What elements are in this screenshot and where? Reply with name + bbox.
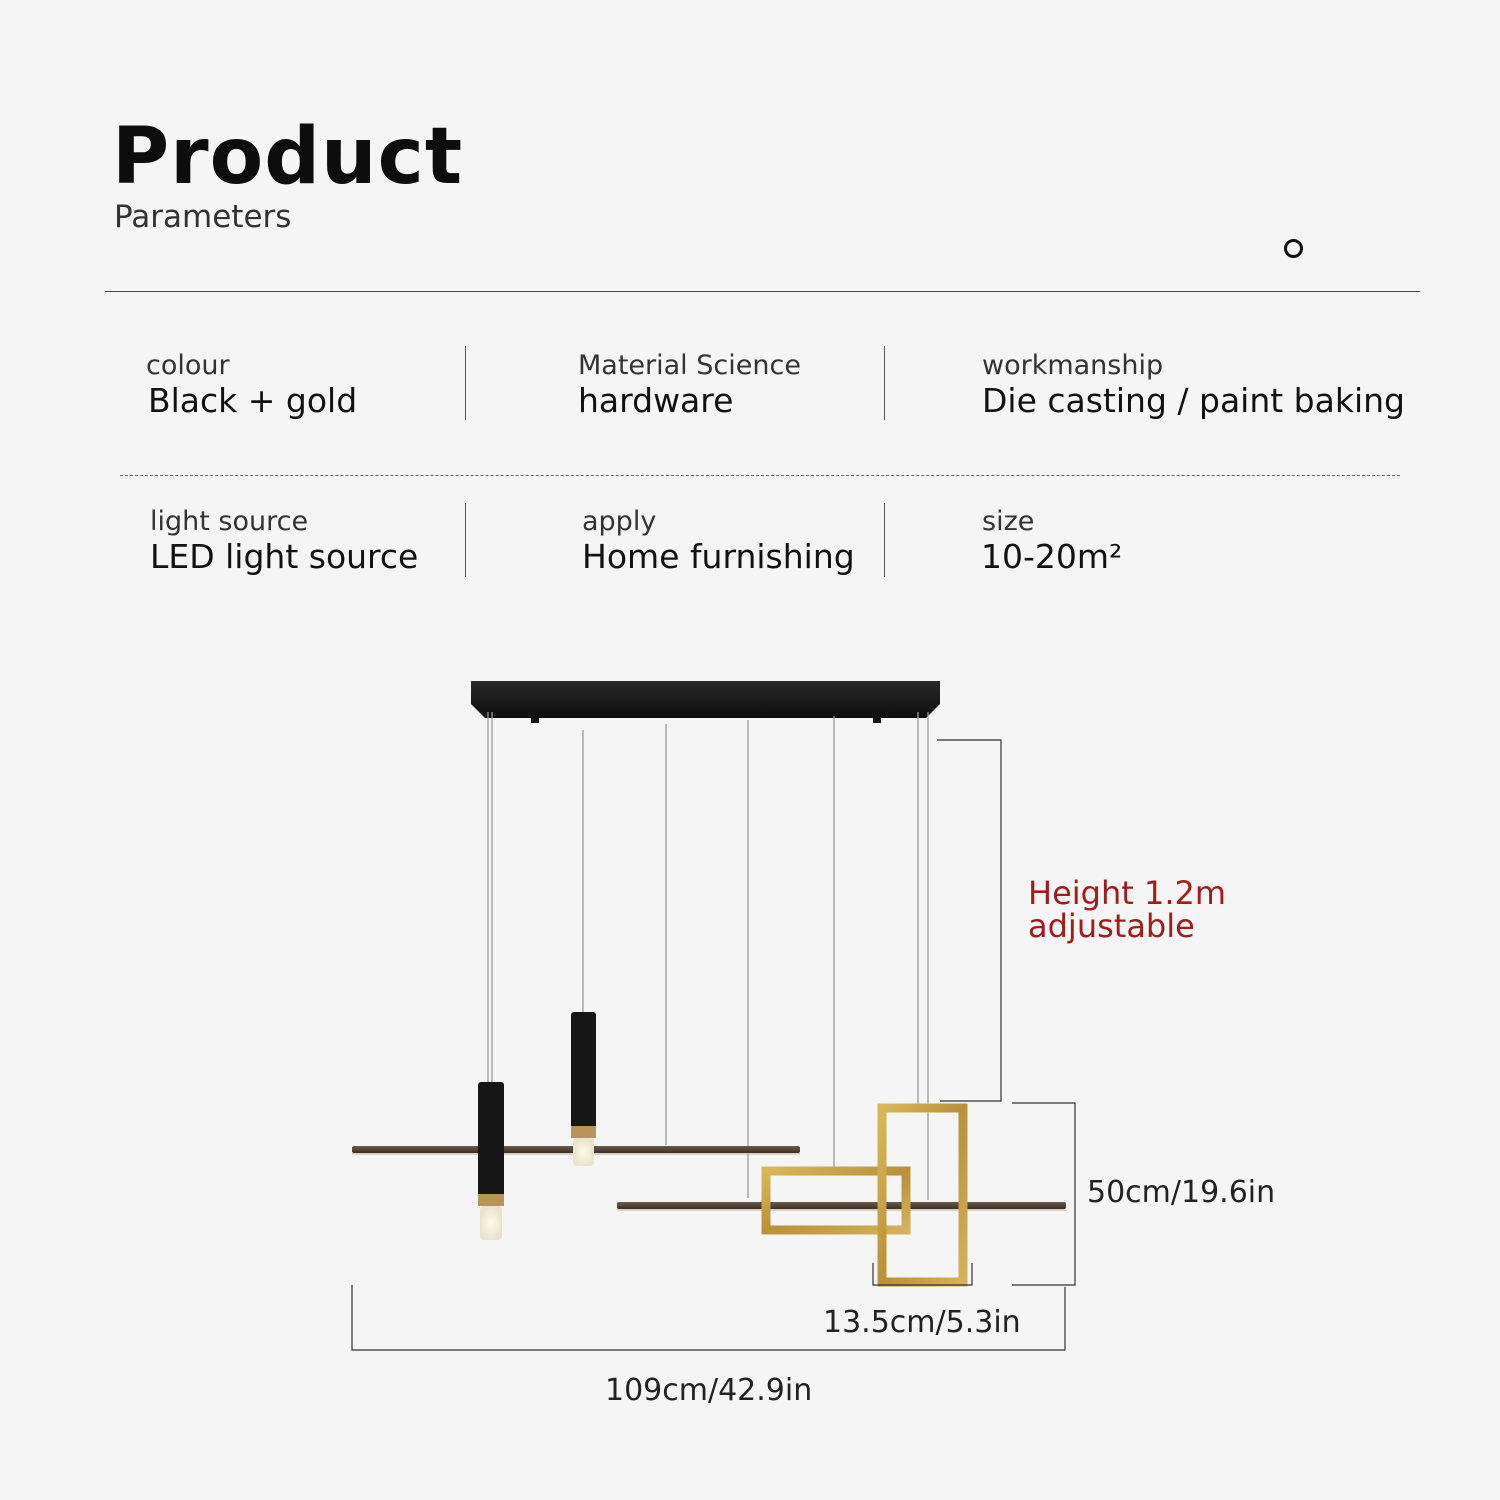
lower-light-bar (617, 1202, 1066, 1211)
param-size-value: 10-20m² (981, 537, 1123, 576)
param-material-value: hardware (578, 381, 734, 420)
param-apply-value: Home furnishing (582, 537, 855, 576)
column-divider (884, 503, 885, 577)
params-row-divider (120, 475, 1400, 476)
param-material-label: Material Science (578, 350, 801, 381)
gold-horizontal-frame (761, 1166, 911, 1235)
page-title: Product (112, 112, 464, 202)
ring-icon (1284, 239, 1303, 258)
total-width-label: 109cm/42.9in (605, 1373, 813, 1408)
column-divider (884, 346, 885, 420)
suspension-wires (487, 712, 929, 1200)
param-apply-label: apply (582, 506, 657, 537)
right-pendant-cylinder (571, 1012, 596, 1166)
param-light-source-label: light source (150, 506, 309, 537)
left-pendant-cylinder (478, 1082, 504, 1240)
header-divider (105, 291, 1420, 292)
column-divider (465, 503, 466, 577)
param-workmanship-label: workmanship (982, 350, 1164, 381)
param-size-label: size (982, 506, 1035, 537)
height-adjustable-label: adjustable (1028, 907, 1195, 945)
height-label: Height 1.2m (1028, 874, 1227, 912)
frame-width-label: 13.5cm/5.3in (823, 1305, 1021, 1340)
page-subtitle: Parameters (114, 199, 292, 235)
gold-vertical-frame (877, 1103, 968, 1287)
dimension-lines (351, 739, 1076, 1351)
param-colour-label: colour (146, 350, 230, 381)
frame-height-label: 50cm/19.6in (1087, 1175, 1276, 1210)
param-workmanship-value: Die casting / paint baking (982, 381, 1405, 420)
ceiling-canopy (471, 681, 940, 723)
column-divider (465, 346, 466, 420)
param-light-source-value: LED light source (150, 537, 419, 576)
param-colour-value: Black + gold (148, 381, 358, 420)
